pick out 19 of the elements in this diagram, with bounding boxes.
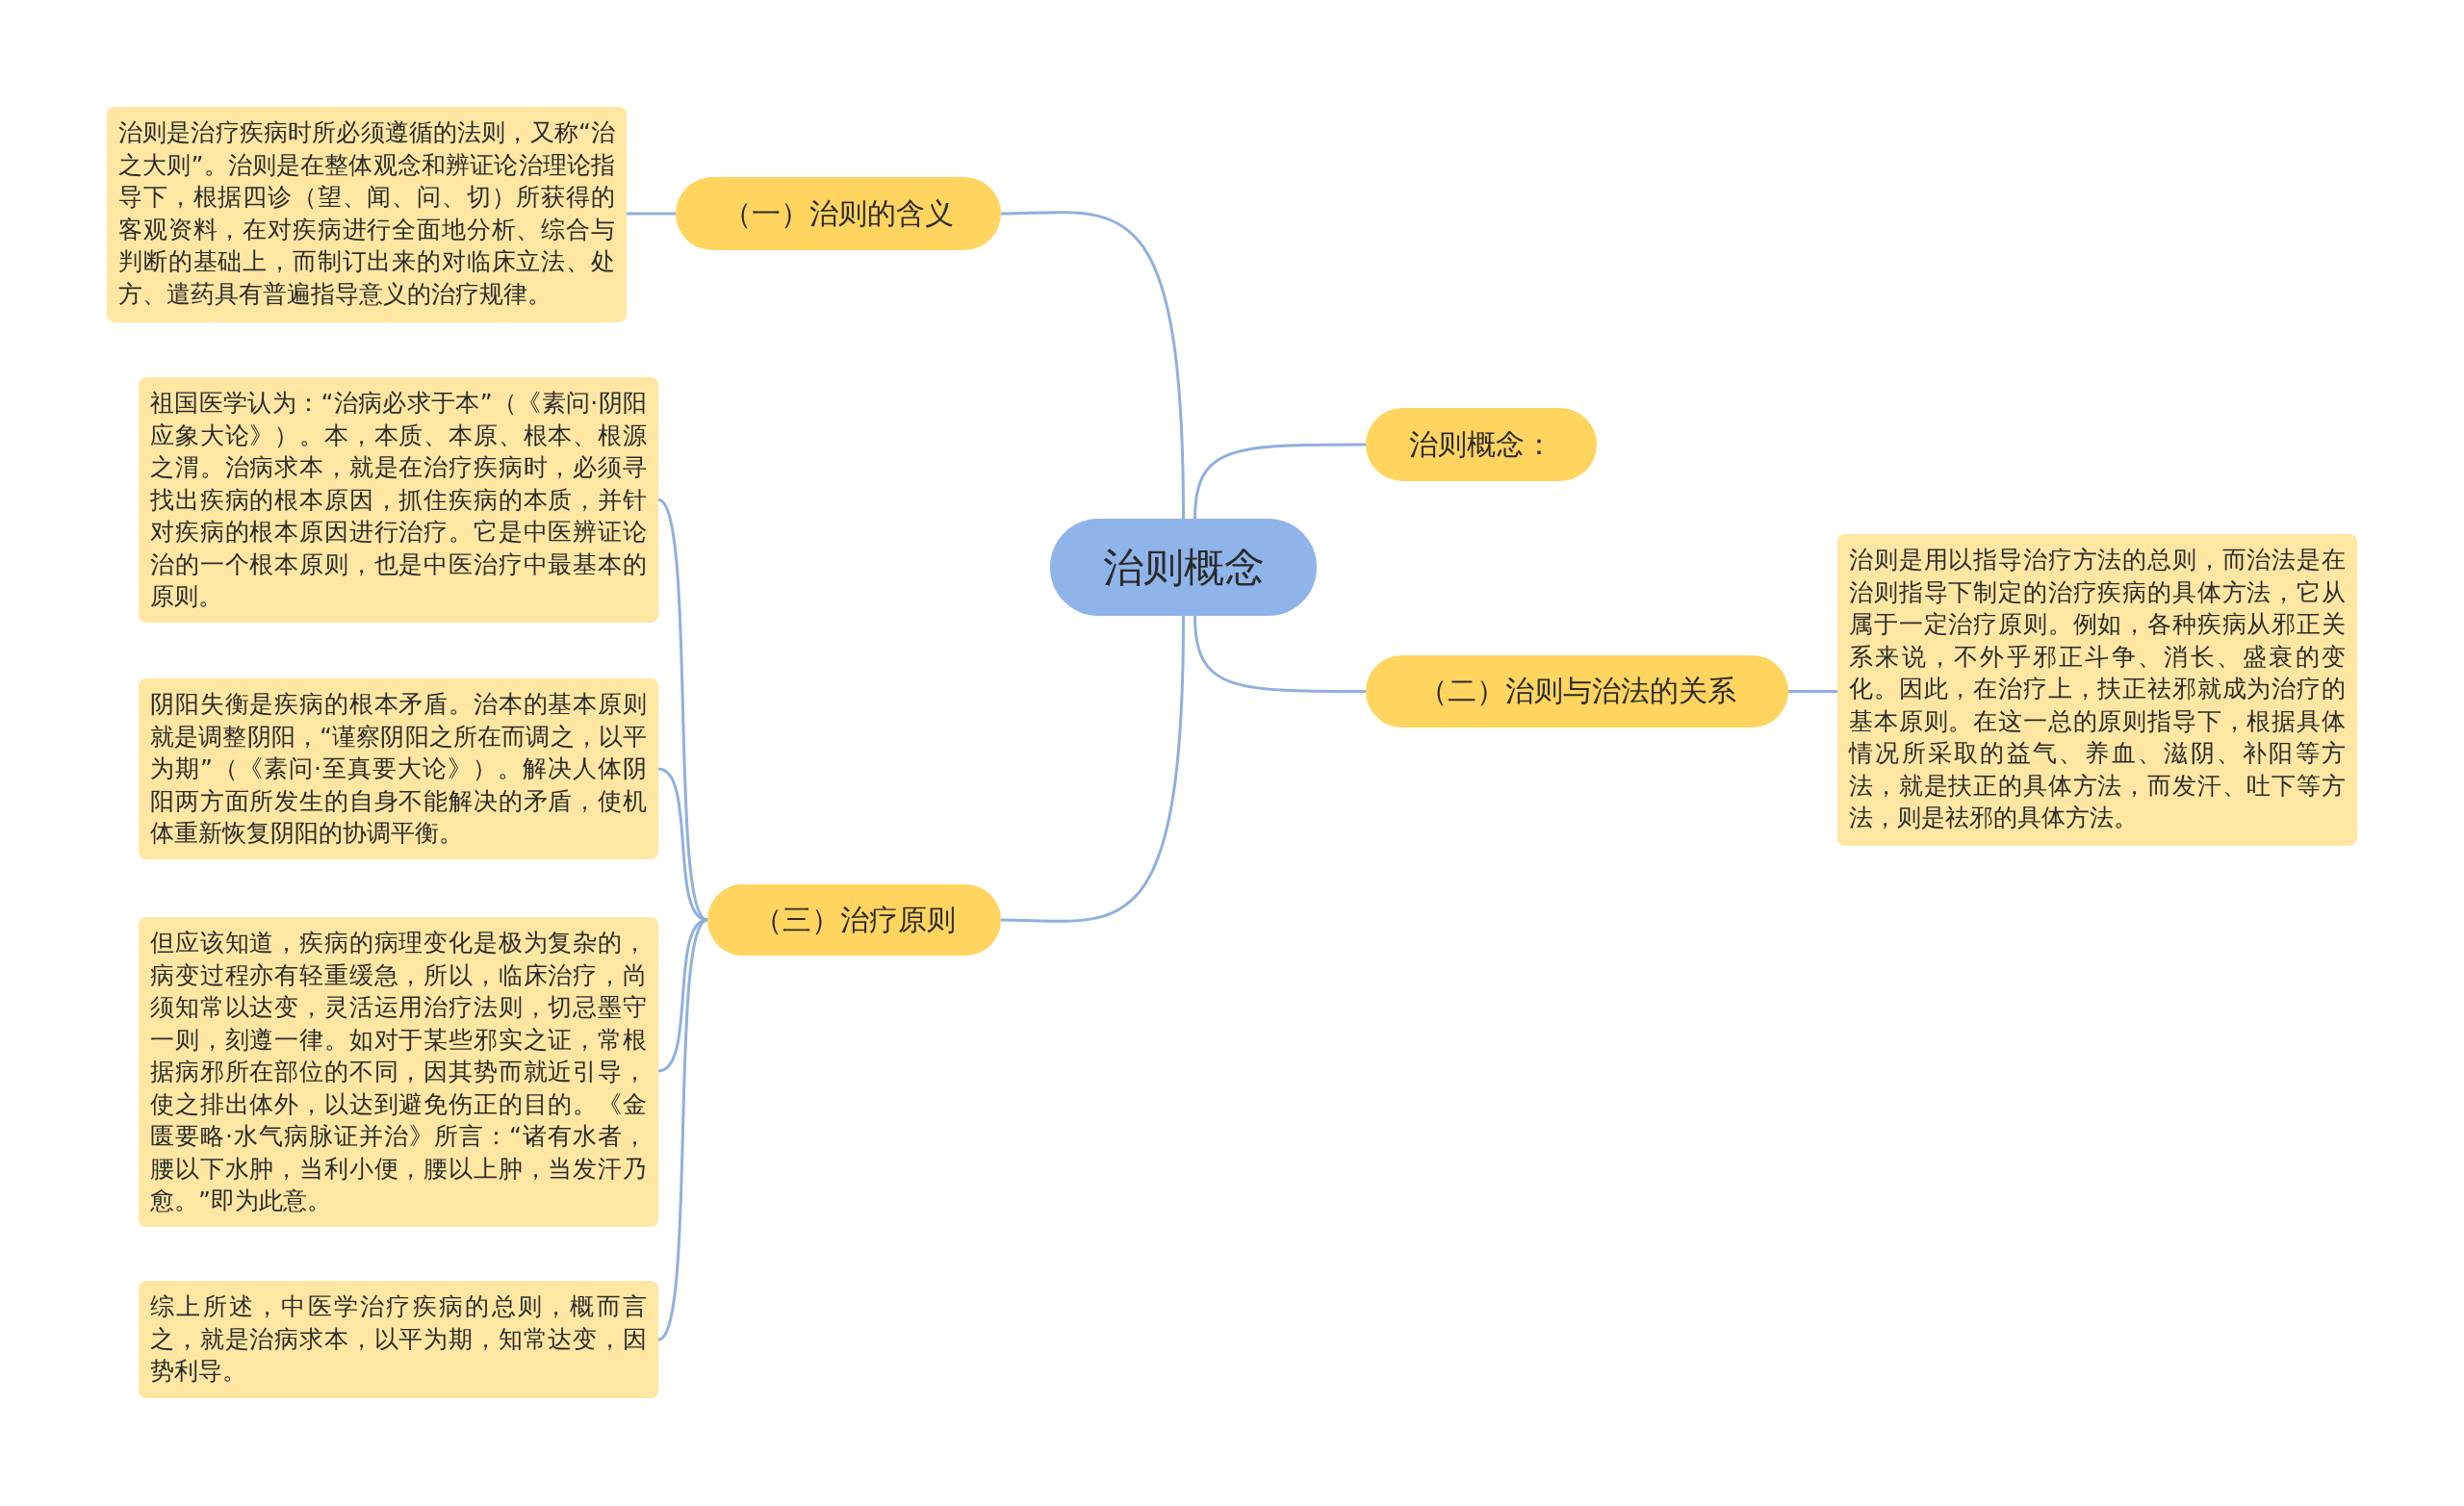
connector-line <box>1000 615 1185 923</box>
connector-line <box>1788 690 1837 693</box>
topic-box: （一）治则的含义 <box>676 177 1001 250</box>
topic-box: （三）治疗原则 <box>707 884 1001 956</box>
topic-box: （二）治则与治法的关系 <box>1366 655 1788 727</box>
note-box: 治则是治疗疾病时所必须遵循的法则，又称“治之大则”。治则是在整体观念和辨证论治理论指导下，根据四诊（望、闻、问、切）所获得的客观资料，在对疾病进行全面地分析、综合与判断的基础上，而制订出来的对临床立法、处方、遣药具有普遍指导意义的治疗规律。 <box>107 107 627 322</box>
connector-line <box>1194 443 1366 520</box>
connector-line <box>656 918 709 1341</box>
central-topic: 治则概念 <box>1050 519 1317 616</box>
note-box: 但应该知道，疾病的病理变化是极为复杂的，病变过程亦有轻重缓急，所以，临床治疗，尚须知常以达变，灵活运用治疗法则，切忌墨守一则，刻遵一律。如对于某些邪实之证，常根据病邪所在部位的不同，因其势而就近引导，使之排出体外，以达到避免伤正的目的。《金匮要略·水气病脉证并治》所言：“诸有水者，腰以下水肿，当利小便，腰以上肿，当发汗乃愈。”即为此意。 <box>139 917 658 1227</box>
connector-line <box>657 767 708 922</box>
note-box: 阴阳失衡是疾病的根本矛盾。治本的基本原则就是调整阴阳，“谨察阴阳之所在而调之，以平为期”（《素问·至真要大论》）。解决人体阴阳两方面所发生的自身不能解决的矛盾，使机体重新恢复阴阳的协调平衡。 <box>139 678 658 859</box>
connector-line <box>627 212 676 216</box>
topic-box: 治则概念： <box>1366 408 1597 481</box>
note-box: 祖国医学认为：“治病必求于本”（《素问·阴阳应象大论》）。本，本质、本原、根本、根源之渭。治病求本，就是在治疗疾病时，必须寻找出疾病的根本原因，抓住疾病的本质，并针对疾病的根本原因进行治疗。它是中医辨证论治的一个根本原则，也是中医治疗中最基本的原则。 <box>139 377 658 623</box>
connector-line <box>1000 211 1185 520</box>
note-box: 治则是用以指导治疗方法的总则，而治法是在治则指导下制定的治疗疾病的具体方法，它从属于一定治疗原则。例如，各种疾病从邪正关系来说，不外乎邪正斗争、消长、盛衰的变化。因此，在治疗上，扶正祛邪就成为治疗的基本原则。在这一总的原则指导下，根据具体情况所采取的益气、养血、滋阴、补阳等方法，就是扶正的具体方法，而发汗、吐下等方法，则是祛邪的具体方法。 <box>1837 534 2357 846</box>
connector-line <box>1194 615 1366 693</box>
note-box: 综上所述，中医学治疗疾病的总则，概而言之，就是治病求本，以平为期，知常达变，因势利导。 <box>139 1281 658 1398</box>
